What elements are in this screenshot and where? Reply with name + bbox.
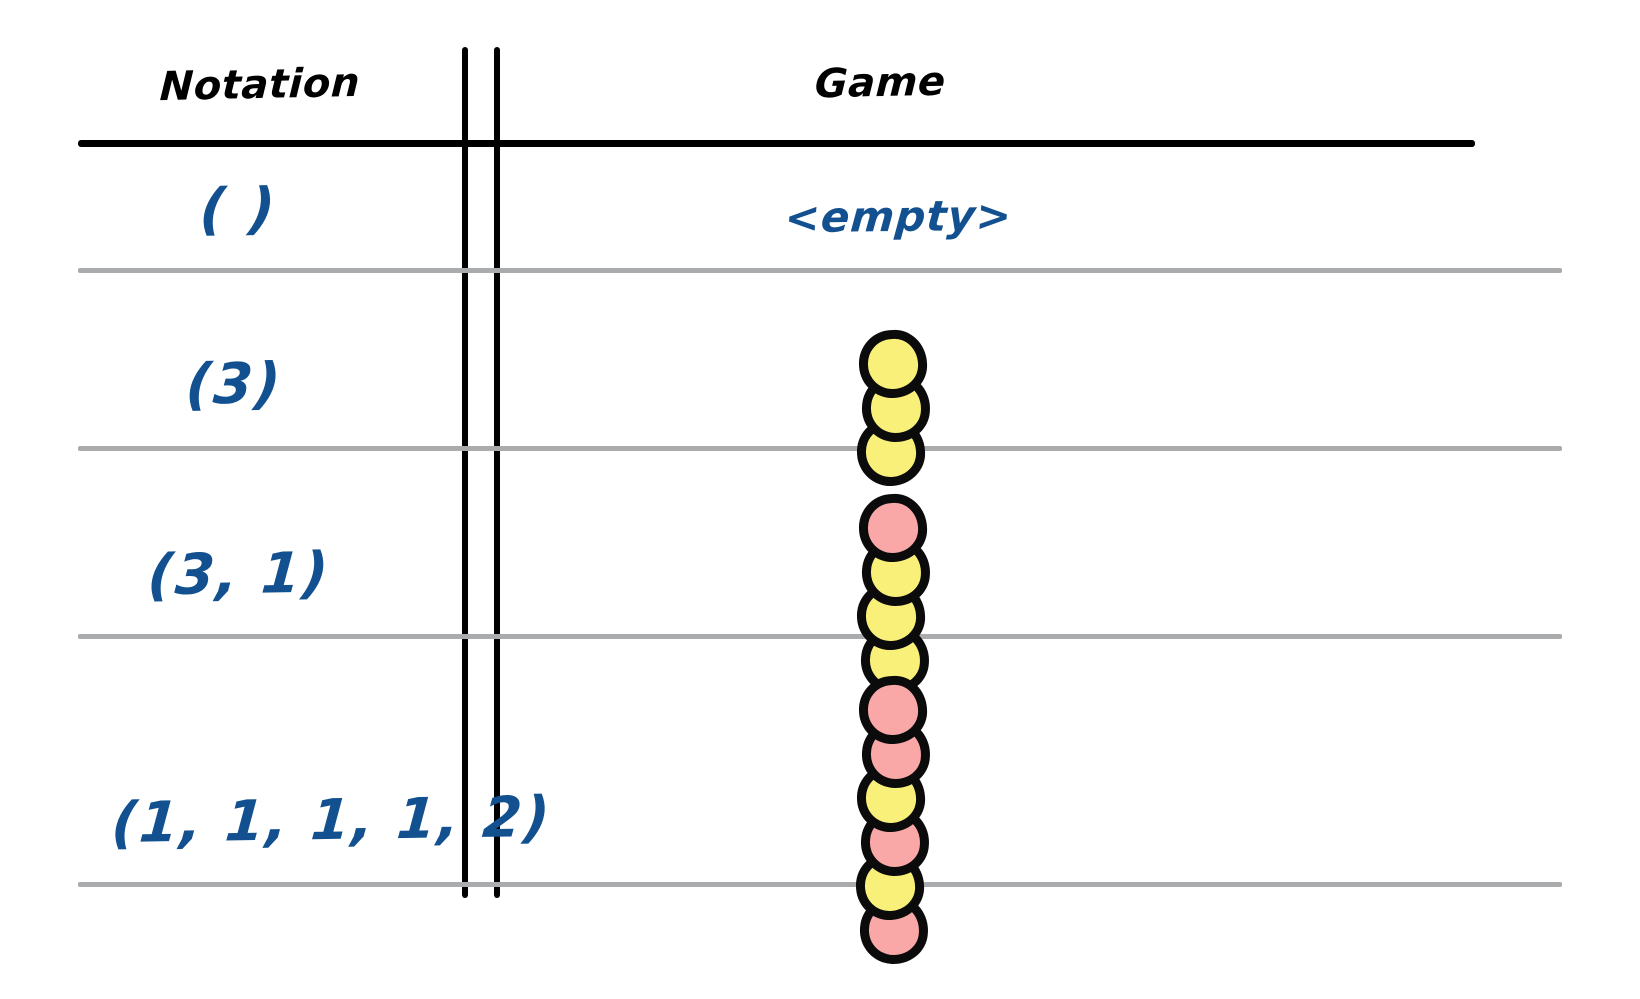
column-divider-left <box>462 47 468 898</box>
column-divider-right <box>494 47 500 898</box>
row-rule-3 <box>78 882 1562 887</box>
game-cell-1-token-stack <box>855 328 933 488</box>
notation-cell-2: (3, 1) <box>145 540 333 609</box>
row-rule-2 <box>78 634 1562 639</box>
column-header-notation: Notation <box>158 59 362 111</box>
row-rule-1 <box>78 446 1562 451</box>
notation-cell-1: (3) <box>183 351 285 418</box>
header-rule <box>78 140 1475 147</box>
row-rule-0 <box>78 268 1562 273</box>
notation-cell-0: ( ) <box>197 176 280 243</box>
column-header-game: Game <box>813 58 947 108</box>
game-cell-0-empty-label: <empty> <box>783 190 1015 243</box>
game-cell-3-token-stack <box>854 674 933 967</box>
game-cell-2-token-stack <box>855 492 933 697</box>
notation-cell-3: (1, 1, 1, 1, 2) <box>109 784 554 857</box>
